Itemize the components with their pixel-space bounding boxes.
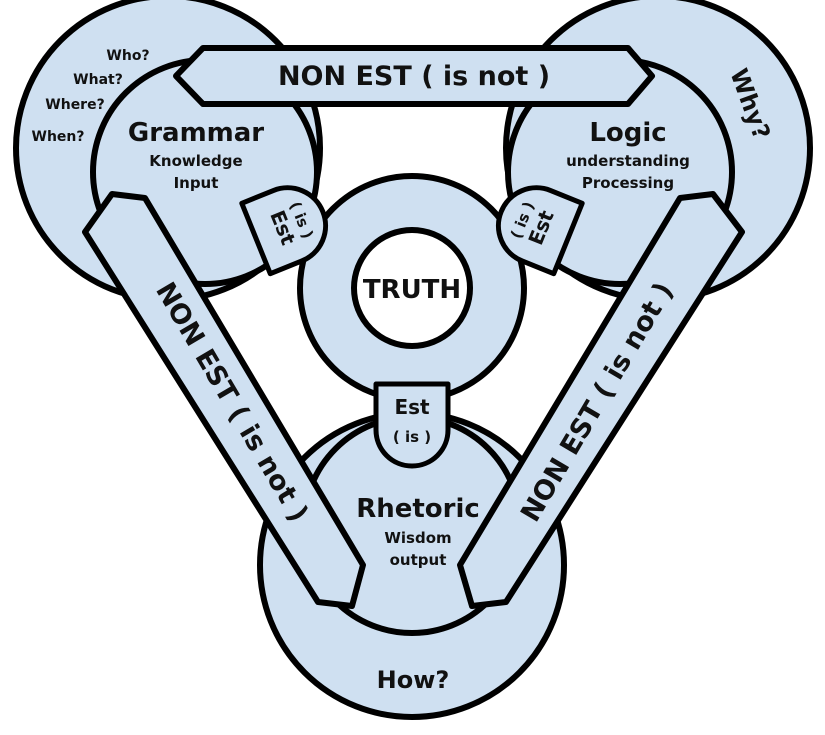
logic-line2: Processing (582, 174, 674, 192)
band-left-label: NON EST ( is not ) (149, 277, 314, 527)
band-top (173, 45, 655, 107)
truth-hole (351, 227, 473, 349)
logic-line1: understanding (566, 152, 690, 170)
grammar-question-who: Who? (106, 48, 149, 64)
est-label-rhetoric: Est (394, 395, 430, 419)
grammar-line2: Input (174, 174, 219, 192)
band-right (457, 191, 745, 609)
band-left (82, 191, 366, 609)
grammar-question-when: When? (32, 129, 85, 145)
band-right-label: NON EST ( is not ) (515, 277, 680, 527)
is-label-rhetoric: ( is ) (393, 428, 431, 446)
est-tab-rhetoric (373, 381, 451, 469)
rhetoric-question-how: How? (377, 666, 450, 694)
truth-label: TRUTH (363, 275, 461, 305)
rhetoric-line1: Wisdom (384, 529, 451, 547)
est-tab-grammar (239, 185, 329, 277)
band-top-label: NON EST ( is not ) (278, 61, 550, 92)
rhetoric-line2: output (390, 551, 447, 569)
logic-title: Logic (589, 118, 666, 148)
est-tab-logic (495, 185, 585, 277)
grammar-question-where: Where? (45, 97, 104, 113)
grammar-question-what: What? (73, 72, 123, 88)
grammar-title: Grammar (128, 118, 264, 148)
grammar-line1: Knowledge (149, 152, 242, 170)
rhetoric-title: Rhetoric (356, 494, 480, 524)
